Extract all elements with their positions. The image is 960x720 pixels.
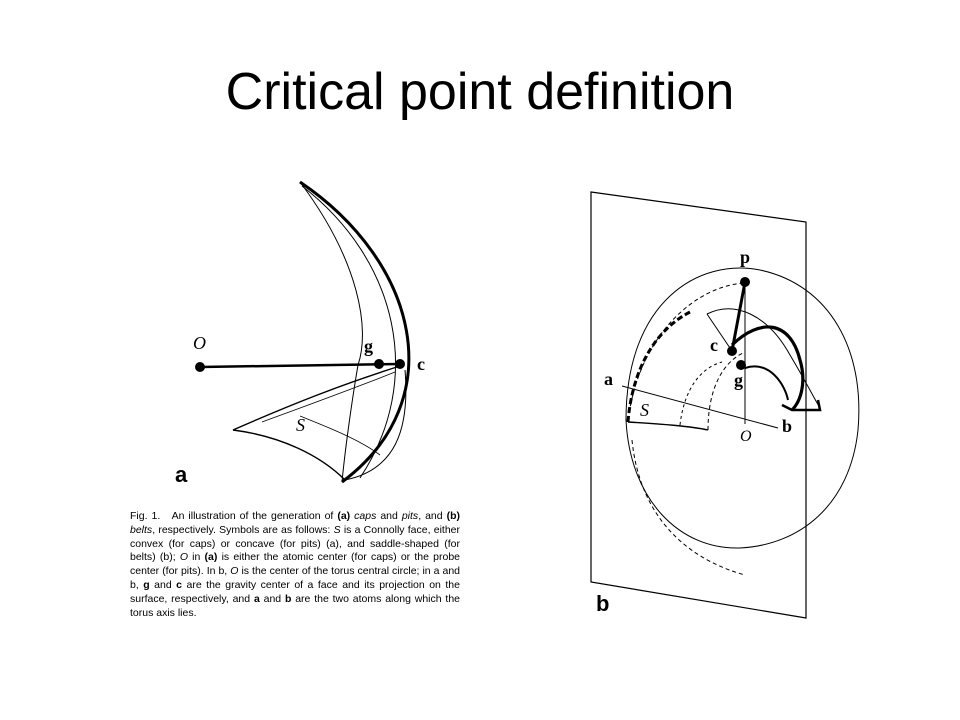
belt-lower-inner <box>744 365 789 401</box>
point-c-b <box>727 346 737 356</box>
plane <box>590 191 807 619</box>
label-g-b: g <box>734 370 743 390</box>
cap-inner-arc <box>299 181 363 483</box>
point-g-b <box>736 360 746 370</box>
point-o <box>195 362 205 372</box>
torus-dashed-lower <box>631 439 746 576</box>
point-g <box>374 359 384 369</box>
cap-lower-arc <box>344 369 407 481</box>
panel-b-points <box>727 277 750 370</box>
label-p: p <box>740 247 750 267</box>
point-c <box>395 359 405 369</box>
caption-fig-number: Fig. 1. <box>130 510 161 522</box>
belt-thick-arc <box>730 325 805 412</box>
label-s-b: S <box>640 400 649 420</box>
cap-middle-arc <box>301 185 396 479</box>
face-s-lower-edge <box>232 429 346 481</box>
belt-s-lower-edge <box>627 421 709 431</box>
o-to-c-line <box>199 362 402 369</box>
panel-a-points <box>195 359 405 372</box>
label-s: S <box>296 415 305 435</box>
label-c-b: c <box>710 335 718 355</box>
point-p <box>740 277 750 287</box>
p-to-belt-line <box>706 313 733 352</box>
panel-a-letter: a <box>175 462 188 487</box>
belt-thin-arc <box>706 308 821 409</box>
face-s-rim-curve <box>299 415 381 456</box>
panel-b-diagram <box>590 191 860 619</box>
label-o-b: O <box>740 428 752 445</box>
torus-outer-circle <box>625 267 860 549</box>
label-c: c <box>417 354 425 374</box>
belt-thick-dashed-edge <box>626 310 691 423</box>
label-o: O <box>193 333 206 353</box>
figure-caption: Fig. 1. An illustration of the generatio… <box>130 510 461 619</box>
belt-mid-dashed-arc <box>679 361 723 426</box>
label-g: g <box>364 336 373 356</box>
panel-b-letter: b <box>596 591 609 616</box>
p-to-c-line <box>730 281 747 352</box>
cap-outer-arc <box>299 180 411 484</box>
label-b-b: b <box>782 416 792 436</box>
face-s-inner-curve <box>261 371 396 423</box>
belt-inner-dashed-arc <box>707 351 746 431</box>
slide-title: Critical point definition <box>225 63 735 121</box>
label-a-b: a <box>604 369 613 389</box>
panel-a-diagram <box>199 180 411 484</box>
face-s-upper-edge <box>232 365 401 431</box>
axis-a-b-line <box>621 385 779 429</box>
belt-end-piece <box>781 399 822 412</box>
